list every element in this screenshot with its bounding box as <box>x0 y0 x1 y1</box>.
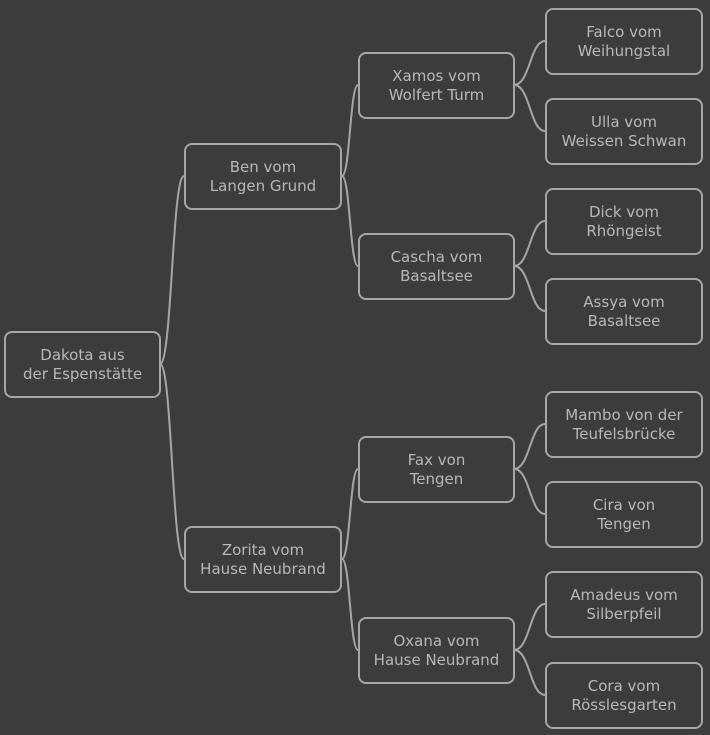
node-grandparent-1-line2: Wolfert Turm <box>388 85 485 104</box>
node-great-grandparent-4-line2: Basaltsee <box>587 311 661 330</box>
connector-grandparent-4-to-ggp-7 <box>513 603 546 651</box>
connector-parent-1-to-grandparent-1 <box>341 84 359 177</box>
connector-grandparent-2-to-ggp-3 <box>513 220 546 267</box>
node-grandparent-2-line2: Basaltsee <box>400 266 473 285</box>
connector-grandparent-3-to-ggp-5 <box>513 423 546 470</box>
node-root: Dakota aus der Espenstätte <box>4 331 161 398</box>
node-root-line1: Dakota aus <box>40 345 125 364</box>
connector-grandparent-3-to-ggp-6 <box>513 468 546 515</box>
node-great-grandparent-6-line1: Cira von <box>592 495 656 514</box>
node-great-grandparent-4-line1: Assya vom <box>583 292 665 311</box>
connector-grandparent-1-to-ggp-1 <box>513 40 546 86</box>
node-great-grandparent-3-line2: Rhöngeist <box>586 221 662 240</box>
node-great-grandparent-2-line1: Ulla vom <box>591 112 657 131</box>
node-great-grandparent-7-line1: Amadeus vom <box>570 585 678 604</box>
node-grandparent-3: Fax von Tengen <box>358 436 515 503</box>
node-great-grandparent-3-line1: Dick vom <box>588 202 660 221</box>
connector-grandparent-4-to-ggp-8 <box>513 649 546 696</box>
node-great-grandparent-2: Ulla vom Weissen Schwan <box>545 98 703 165</box>
node-grandparent-3-line1: Fax von <box>407 450 466 469</box>
node-great-grandparent-1: Falco vom Weihungstal <box>545 8 703 75</box>
node-grandparent-1-line1: Xamos vom <box>392 66 481 85</box>
node-great-grandparent-6: Cira von Tengen <box>545 481 703 548</box>
node-parent-1: Ben vom Langen Grund <box>184 143 342 210</box>
node-grandparent-1: Xamos vom Wolfert Turm <box>358 52 515 119</box>
node-grandparent-4: Oxana vom Hause Neubrand <box>358 617 515 684</box>
node-great-grandparent-7-line2: Silberpfeil <box>586 604 662 623</box>
node-great-grandparent-6-line2: Tengen <box>597 514 651 533</box>
node-great-grandparent-8: Cora vom Rösslesgarten <box>545 662 703 729</box>
node-grandparent-4-line1: Oxana vom <box>393 631 480 650</box>
node-root-line2: der Espenstätte <box>22 364 143 383</box>
connector-grandparent-2-to-ggp-4 <box>513 265 546 312</box>
node-great-grandparent-8-line1: Cora vom <box>587 676 661 695</box>
node-great-grandparent-1-line1: Falco vom <box>586 22 662 41</box>
node-parent-1-line2: Langen Grund <box>209 176 317 195</box>
node-grandparent-2-line1: Cascha vom <box>390 247 483 266</box>
node-great-grandparent-3: Dick vom Rhöngeist <box>545 188 703 255</box>
node-grandparent-2: Cascha vom Basaltsee <box>358 233 515 300</box>
node-great-grandparent-8-line2: Rösslesgarten <box>571 695 677 714</box>
node-great-grandparent-5-line1: Mambo von der <box>565 405 683 424</box>
node-great-grandparent-5: Mambo von der Teufelsbrücke <box>545 391 703 458</box>
connector-parent-2-to-grandparent-3 <box>341 468 359 560</box>
node-parent-2-line2: Hause Neubrand <box>200 559 326 578</box>
node-grandparent-3-line2: Tengen <box>409 469 464 488</box>
connector-parent-2-to-grandparent-4 <box>341 558 359 651</box>
node-grandparent-4-line2: Hause Neubrand <box>373 650 500 669</box>
node-great-grandparent-2-line2: Weissen Schwan <box>561 131 687 150</box>
connector-grandparent-1-to-ggp-2 <box>513 84 546 132</box>
connector-root-to-parent-1 <box>159 175 185 365</box>
node-parent-1-line1: Ben vom <box>229 157 297 176</box>
node-parent-2-line1: Zorita vom <box>221 540 305 559</box>
node-great-grandparent-7: Amadeus vom Silberpfeil <box>545 571 703 638</box>
node-great-grandparent-5-line2: Teufelsbrücke <box>572 424 676 443</box>
connector-root-to-parent-2 <box>159 363 185 560</box>
node-great-grandparent-4: Assya vom Basaltsee <box>545 278 703 345</box>
node-parent-2: Zorita vom Hause Neubrand <box>184 526 342 593</box>
connector-parent-1-to-grandparent-2 <box>341 175 359 267</box>
node-great-grandparent-1-line2: Weihungstal <box>577 41 671 60</box>
